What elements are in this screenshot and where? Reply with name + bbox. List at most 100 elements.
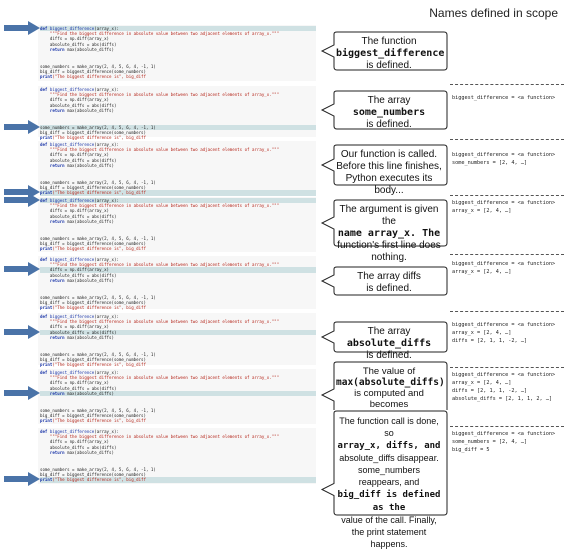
function-params: (array_x): [94, 429, 119, 434]
callout-line-text: is defined. [366, 118, 412, 130]
scope-names: biggest_difference = <a function>some_nu… [452, 430, 564, 454]
callout-outline [320, 90, 448, 129]
pointer-arrow-icon [4, 21, 40, 35]
keyword-def: def [40, 257, 50, 262]
big-diff-statement: big_diff = biggest_difference(some_numbe… [40, 413, 146, 419]
code-line-def: def biggest_difference(array_x): [40, 370, 316, 375]
panel-divider [450, 311, 564, 312]
callout-line-text: some_numbers [352, 106, 426, 118]
code-line-big-diff: big_diff = biggest_difference(some_numbe… [40, 357, 316, 362]
callout-line: Python executes its body... [336, 173, 442, 197]
code-line-abs: absolute_diffs = abs(diffs) [40, 273, 316, 278]
callout-line: some_numbers reappears, and [336, 464, 442, 488]
scope-binding: biggest_difference = <a function> [452, 322, 556, 328]
code-line-def: def biggest_difference(array_x): [40, 26, 316, 32]
code-snippet: def biggest_difference(array_x): """Find… [38, 86, 316, 140]
diagram: Names defined in scope def biggest_diffe… [0, 6, 566, 549]
keyword-print: print [40, 74, 53, 80]
keyword-def: def [40, 429, 50, 434]
return-expression: max(absolute_diffs) [67, 390, 114, 396]
scope-binding: biggest_difference = <a function> [452, 431, 556, 437]
code-line-return: return max(absolute_diffs) [40, 278, 316, 283]
return-expression: max(absolute_diffs) [67, 334, 114, 340]
callout-line-text: is defined. [366, 282, 412, 294]
code-line-def: def biggest_difference(array_x): [40, 314, 316, 319]
code-line-diffs: diffs = np.diff(array_x) [40, 97, 316, 102]
callout-outline [320, 266, 448, 295]
code-line-some-numbers: some_numbers = make_array(2, 4, 5, 6, 4,… [40, 236, 316, 241]
function-params: (array_x): [94, 370, 119, 375]
scope-binding: big_diff = 5 [452, 447, 490, 453]
diffs-statement: diffs = np.diff(array_x) [40, 36, 110, 42]
some-numbers-statement: some_numbers = make_array(2, 4, 5, 6, 4,… [40, 63, 156, 69]
callout-line: is computed and becomes [336, 388, 442, 410]
docstring: """Find the biggest difference in absolu… [40, 147, 280, 153]
function-name: biggest_difference [49, 142, 95, 147]
scope-binding: some_numbers = [2, 4, …] [452, 160, 527, 166]
docstring: """Find the biggest difference in absolu… [40, 203, 280, 209]
callout-line-text: some_numbers reappears, and [357, 465, 421, 487]
function-name: biggest_difference [49, 370, 95, 375]
abs-statement: absolute_diffs = abs(diffs) [40, 41, 117, 47]
diffs-statement: diffs = np.diff(array_x) [40, 208, 110, 214]
callout-line: function's first line does [336, 240, 442, 252]
callout-line-text: absolute_diffs disappear. [339, 453, 439, 463]
keyword-return: return [40, 162, 68, 168]
code-line-diffs: diffs = np.diff(array_x) [40, 324, 316, 329]
scope-binding: biggest_difference = <a function> [452, 372, 556, 378]
function-name: biggest_difference [49, 26, 95, 31]
panel-divider [450, 84, 564, 85]
abs-statement: absolute_diffs = abs(diffs) [40, 272, 117, 278]
arrow-shape [4, 21, 40, 35]
callout-line: array_x, diffs, and [336, 439, 442, 452]
scope-names: biggest_difference = <a function>some_nu… [452, 151, 564, 167]
code-line-return: return max(absolute_diffs) [40, 47, 316, 52]
callout-line-text: The function [361, 36, 417, 47]
print-arguments: ("The biggest difference is", big_diff [52, 190, 146, 196]
callout-path [320, 31, 448, 71]
callout-line: absolute_diffs disappear. [336, 452, 442, 464]
code-line-diffs: diffs = np.diff(array_x) [40, 208, 316, 213]
callout-bubble: Our function is called.Before this line … [320, 144, 448, 196]
code-line-abs: absolute_diffs = abs(diffs) [40, 214, 316, 219]
panel-divider [450, 254, 564, 255]
print-arguments: ("The biggest difference is", big_diff [52, 305, 146, 311]
abs-statement: absolute_diffs = abs(diffs) [40, 385, 117, 391]
code-line-return: return max(absolute_diffs) [40, 450, 316, 455]
code-line-docstring: """Find the biggest difference in absolu… [40, 262, 316, 267]
callout-line-text: name array_x. The [337, 227, 441, 239]
keyword-print: print [40, 190, 53, 196]
pointer-arrow-icon [4, 324, 40, 339]
function-name: biggest_difference [49, 257, 95, 262]
step-panel-1: def biggest_difference(array_x): """Find… [0, 21, 566, 81]
callout-line: Our function is called. [336, 149, 442, 161]
keyword-def: def [40, 370, 50, 375]
callout-line-text: is computed and becomes [354, 387, 424, 410]
callout-line-text: nothing. [371, 251, 407, 263]
step-panel-6: def biggest_difference(array_x): """Find… [0, 311, 566, 367]
scope-binding: array_x = [2, 4, …] [452, 380, 512, 386]
code-line-print: print("The biggest difference is", big_d… [40, 74, 316, 79]
step-panel-2: def biggest_difference(array_x): """Find… [0, 84, 566, 140]
code-line-some-numbers: some_numbers = make_array(2, 4, 5, 6, 4,… [40, 352, 316, 357]
code-line-return: return max(absolute_diffs) [40, 163, 316, 168]
code-line-docstring: """Find the biggest difference in absolu… [40, 92, 316, 97]
scope-binding: biggest_difference = <a function> [452, 261, 556, 267]
print-arguments: ("The biggest difference is", big_diff [52, 477, 146, 483]
big-diff-statement: big_diff = biggest_difference(some_numbe… [40, 241, 146, 247]
callout-line-text: function's first line does [337, 239, 441, 251]
step-panel-5: def biggest_difference(array_x): """Find… [0, 254, 566, 311]
callout-line-text: value of the call. Finally, the print st… [341, 515, 437, 549]
code-line-def: def biggest_difference(array_x): [40, 87, 316, 92]
diffs-statement: diffs = np.diff(array_x) [40, 439, 110, 445]
step-panel-3: def biggest_difference(array_x): """Find… [0, 139, 566, 200]
step-panel-4: def biggest_difference(array_x): """Find… [0, 193, 566, 263]
code-snippet: def biggest_difference(array_x): """Find… [38, 25, 316, 81]
docstring: """Find the biggest difference in absolu… [40, 92, 280, 98]
callout-text: Our function is called.Before this line … [320, 144, 448, 197]
some-numbers-statement: some_numbers = make_array(2, 4, 5, 6, 4,… [40, 351, 156, 357]
code-line-abs: absolute_diffs = abs(diffs) [40, 103, 316, 108]
code-line-some-numbers: some_numbers = make_array(2, 4, 5, 6, 4,… [40, 467, 316, 472]
